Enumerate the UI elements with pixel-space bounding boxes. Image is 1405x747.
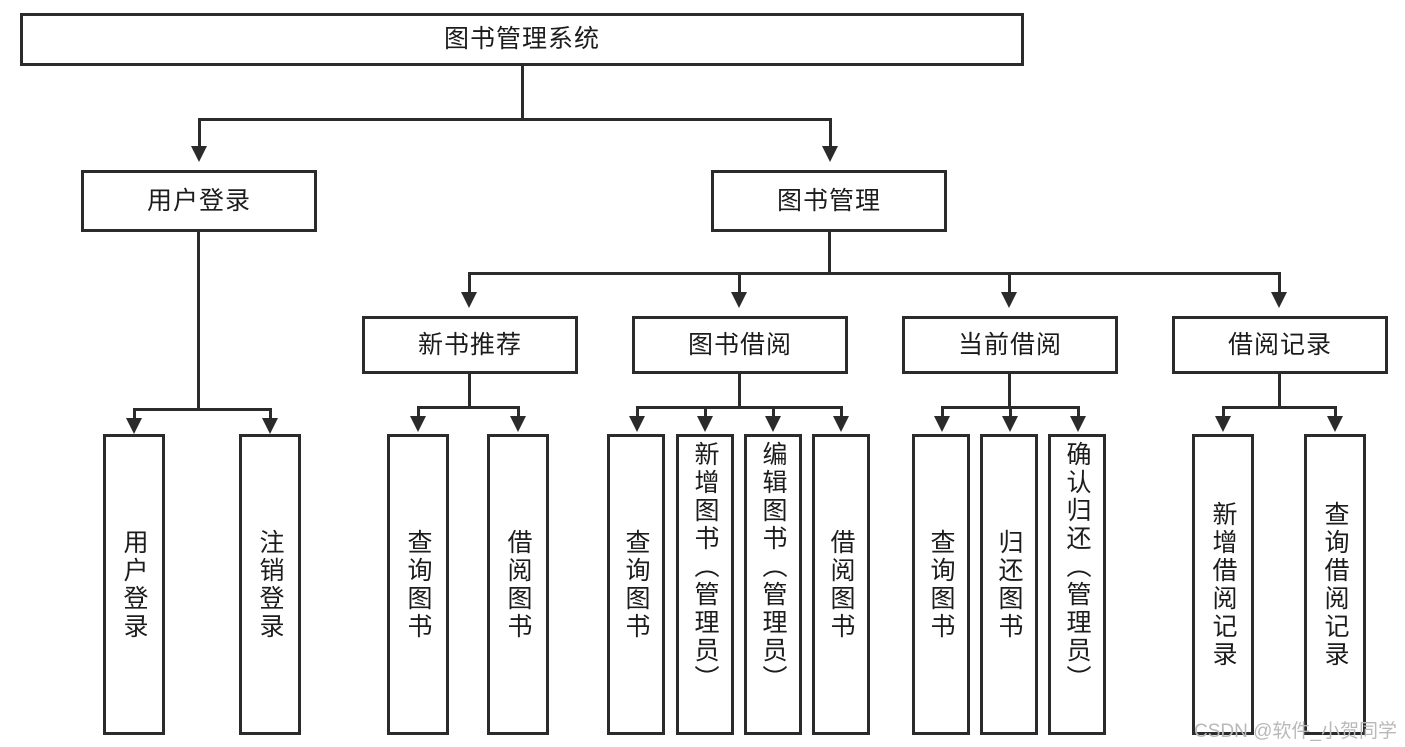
connector-record-to-leaf-1 <box>1334 406 1337 418</box>
leaf-edit-book-admin[interactable]: 编辑图书（管理员） <box>744 434 802 735</box>
node-label: 用户登录 <box>120 528 148 641</box>
node-label: 借阅图书 <box>504 528 532 641</box>
leaf-query-book-borrow[interactable]: 查询图书 <box>607 434 665 735</box>
connector-root-bus <box>198 118 832 121</box>
node-user-login[interactable]: 用户登录 <box>81 170 317 232</box>
node-root-library-system[interactable]: 图书管理系统 <box>20 13 1024 66</box>
connector-borrow-to-leaf-1 <box>704 406 707 418</box>
arrowhead-root-to-l2-1 <box>822 146 838 162</box>
arrowhead-borrow-to-leaf-1 <box>697 416 713 432</box>
leaf-borrow-book-borrow[interactable]: 借阅图书 <box>812 434 870 735</box>
arrowhead-current-to-leaf-0 <box>934 416 950 432</box>
connector-newbook-to-leaf-0 <box>417 406 420 418</box>
connector-bookmgmt-stem <box>828 232 831 274</box>
arrowhead-current-to-leaf-1 <box>1002 416 1018 432</box>
connector-current-to-leaf-2 <box>1077 406 1080 418</box>
connector-newbook-to-leaf-1 <box>517 406 520 418</box>
node-label: 借阅图书 <box>827 528 855 641</box>
node-label: 新增借阅记录 <box>1209 500 1237 669</box>
node-label: 归还图书 <box>995 528 1023 641</box>
node-label: 查询借阅记录 <box>1321 500 1349 669</box>
connector-borrow-bus <box>636 406 842 409</box>
node-label: 编辑图书（管理员） <box>759 441 787 693</box>
arrowhead-root-to-l2-0 <box>191 146 207 162</box>
connector-newbook-bus <box>417 406 520 409</box>
node-label: 新书推荐 <box>417 330 522 359</box>
connector-bookmgmt-to-l3-0 <box>468 272 471 294</box>
connector-root-to-l2-1 <box>829 118 832 146</box>
leaf-query-borrow-record[interactable]: 查询借阅记录 <box>1304 434 1366 735</box>
connector-record-stem <box>1278 374 1281 408</box>
arrowhead-newbook-to-leaf-1 <box>510 416 526 432</box>
node-label: 查询图书 <box>622 528 650 641</box>
arrowhead-bookmgmt-to-l3-0 <box>461 292 477 308</box>
arrowhead-bookmgmt-to-l3-2 <box>1001 292 1017 308</box>
leaf-return-book[interactable]: 归还图书 <box>980 434 1038 735</box>
arrowhead-record-to-leaf-1 <box>1327 416 1343 432</box>
arrowhead-current-to-leaf-2 <box>1070 416 1086 432</box>
connector-bookmgmt-to-l3-1 <box>738 272 741 294</box>
leaf-add-book-admin[interactable]: 新增图书（管理员） <box>676 434 734 735</box>
connector-current-stem <box>1008 374 1011 408</box>
arrowhead-borrow-to-leaf-0 <box>629 416 645 432</box>
leaf-confirm-return-admin[interactable]: 确认归还（管理员） <box>1048 434 1106 735</box>
connector-borrow-to-leaf-2 <box>772 406 775 418</box>
arrowhead-userlogin-to-leaf-1 <box>262 418 278 434</box>
node-current-borrow[interactable]: 当前借阅 <box>902 316 1118 374</box>
leaf-query-book-newbook[interactable]: 查询图书 <box>387 434 449 735</box>
connector-userlogin-to-leaf-0 <box>133 408 136 420</box>
leaf-borrow-book-newbook[interactable]: 借阅图书 <box>487 434 549 735</box>
node-label: 借阅记录 <box>1227 330 1332 359</box>
arrowhead-userlogin-to-leaf-0 <box>126 418 142 434</box>
node-label: 用户登录 <box>146 186 251 215</box>
connector-current-to-leaf-1 <box>1009 406 1012 418</box>
connector-bookmgmt-bus <box>468 272 1280 275</box>
connector-userlogin-to-leaf-1 <box>269 408 272 420</box>
node-new-book-recommend[interactable]: 新书推荐 <box>362 316 578 374</box>
node-label: 图书管理系统 <box>443 25 600 54</box>
connector-borrow-to-leaf-3 <box>840 406 843 418</box>
node-label: 新增图书（管理员） <box>691 441 719 693</box>
connector-newbook-stem <box>468 374 471 408</box>
connector-borrow-stem <box>738 374 741 408</box>
node-label: 当前借阅 <box>957 330 1062 359</box>
arrowhead-borrow-to-leaf-2 <box>765 416 781 432</box>
connector-userlogin-stem <box>197 232 200 410</box>
connector-borrow-to-leaf-0 <box>636 406 639 418</box>
leaf-logout[interactable]: 注销登录 <box>239 434 301 735</box>
connector-current-to-leaf-0 <box>941 406 944 418</box>
arrowhead-bookmgmt-to-l3-1 <box>731 292 747 308</box>
node-label: 注销登录 <box>256 528 284 641</box>
node-label: 图书借阅 <box>687 330 792 359</box>
arrowhead-record-to-leaf-0 <box>1215 416 1231 432</box>
arrowhead-borrow-to-leaf-3 <box>833 416 849 432</box>
connector-record-bus <box>1222 406 1337 409</box>
connector-bookmgmt-to-l3-3 <box>1278 272 1281 294</box>
node-borrow-record[interactable]: 借阅记录 <box>1172 316 1388 374</box>
node-book-management[interactable]: 图书管理 <box>711 170 947 232</box>
leaf-add-borrow-record[interactable]: 新增借阅记录 <box>1192 434 1254 735</box>
connector-record-to-leaf-0 <box>1222 406 1225 418</box>
connector-bookmgmt-to-l3-2 <box>1008 272 1011 294</box>
arrowhead-newbook-to-leaf-0 <box>410 416 426 432</box>
node-label: 确认归还（管理员） <box>1063 441 1091 693</box>
connector-userlogin-bus <box>133 408 272 411</box>
leaf-query-book-current[interactable]: 查询图书 <box>912 434 970 735</box>
arrowhead-bookmgmt-to-l3-3 <box>1271 292 1287 308</box>
connector-root-stem <box>521 66 524 119</box>
connector-root-to-l2-0 <box>198 118 201 146</box>
leaf-user-login[interactable]: 用户登录 <box>103 434 165 735</box>
node-label: 图书管理 <box>776 186 881 215</box>
node-label: 查询图书 <box>927 528 955 641</box>
node-book-borrow[interactable]: 图书借阅 <box>632 316 848 374</box>
node-label: 查询图书 <box>404 528 432 641</box>
